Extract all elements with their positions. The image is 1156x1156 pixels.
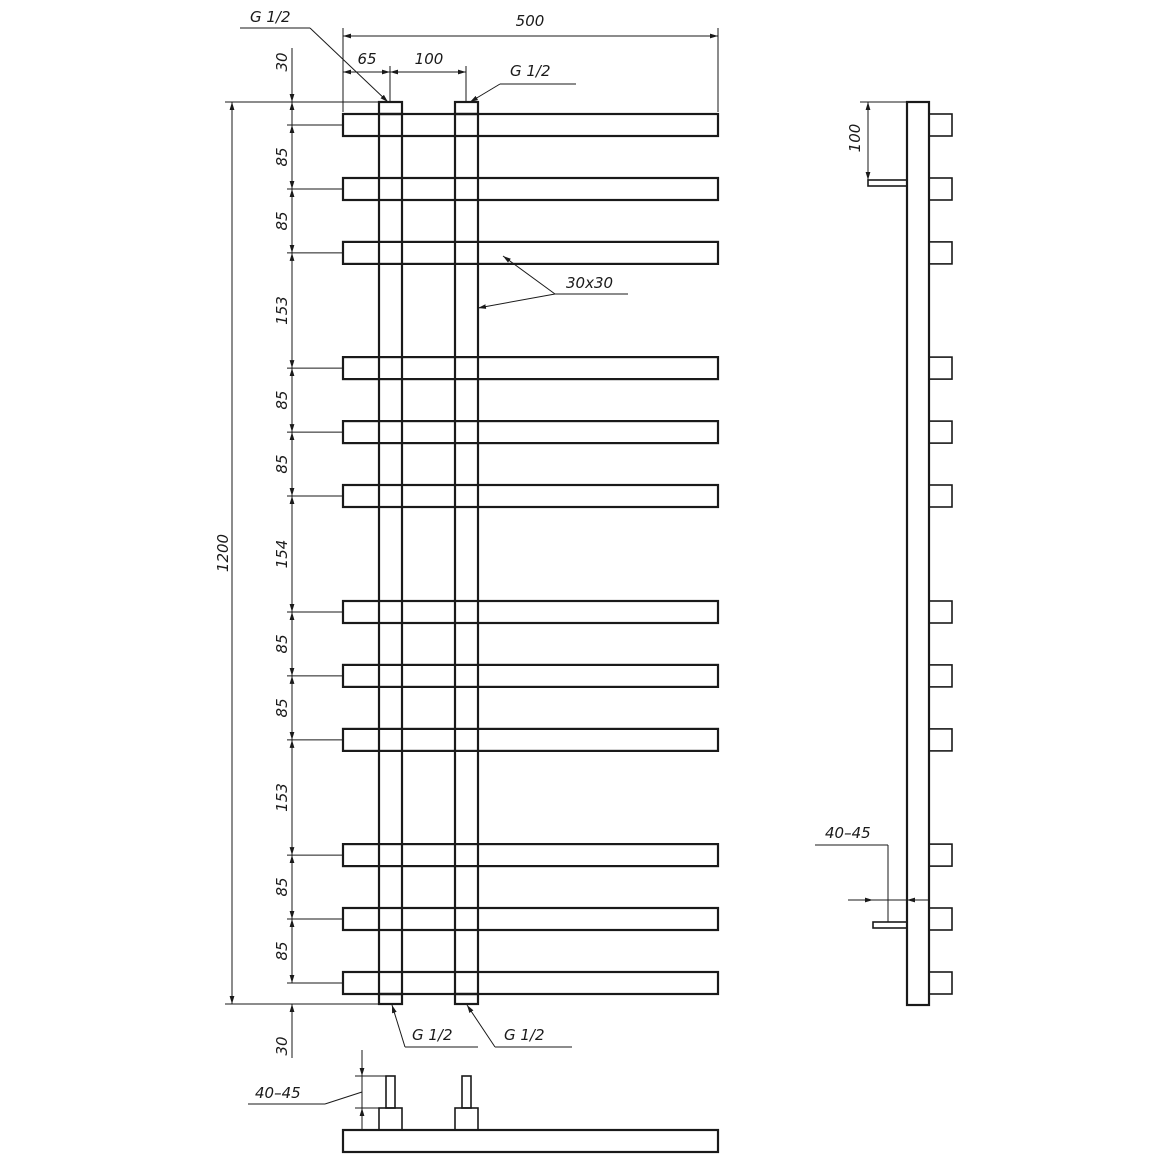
thread-leader-bottom-right-arrow	[466, 1004, 496, 1048]
bottom-view-collector-right	[454, 1107, 479, 1131]
towel-bar	[341, 727, 720, 753]
width-label: 500	[516, 12, 545, 30]
towel-bar	[341, 842, 720, 868]
profile-leader-bar	[502, 255, 556, 295]
bottom-view-pipe-right	[461, 1075, 472, 1109]
side-bar-end	[928, 113, 953, 137]
bottom-view: 40–45	[248, 1050, 720, 1154]
towel-bar	[341, 599, 720, 625]
thread-label-bottom-right: G 1/2	[504, 1026, 545, 1044]
bar-spacing-label: 85	[273, 634, 291, 653]
bar-spacing-label: 85	[273, 147, 291, 166]
bottom-view-collector-left	[378, 1107, 403, 1131]
top-left-connection	[377, 100, 404, 116]
height-label: 1200	[214, 534, 232, 572]
bottom-left-connection	[377, 992, 404, 1006]
bar-spacing-label: 85	[273, 211, 291, 230]
front-view: 500 65 100 G 1/2 G 1/2 G 1/2 G 1/2 30x30…	[214, 8, 720, 1058]
side-bar-end	[928, 971, 953, 995]
left-collector	[377, 112, 404, 996]
side-bar-end	[928, 356, 953, 380]
offset-label: 65	[357, 50, 376, 68]
bar-spacing-label: 85	[273, 941, 291, 960]
side-bar-end	[928, 600, 953, 624]
bar-spacing-chain: 85 85 153 85 85 154 85 85 153 85 85	[273, 124, 343, 984]
towel-bar	[341, 356, 720, 381]
top-wall-bracket	[867, 179, 908, 187]
bar-spacing-label: 153	[273, 296, 291, 325]
side-view: 100 40–45	[815, 100, 953, 1007]
side-bar-end	[928, 484, 953, 508]
bar-spacing-label: 153	[273, 783, 291, 812]
side-bar-end	[928, 420, 953, 444]
side-bar-end	[928, 907, 953, 931]
towel-bar	[341, 112, 720, 138]
bottom-wall-bracket	[872, 921, 908, 929]
bar-spacing-label: 85	[273, 877, 291, 896]
towel-bar	[341, 663, 720, 689]
horizontal-bars	[341, 112, 720, 996]
bottom-view-pipe-left	[385, 1075, 396, 1109]
thread-leader-top-left-arrow	[309, 27, 389, 103]
side-top-label: 100	[846, 124, 864, 153]
bar-spacing-label: 154	[273, 540, 291, 569]
top-offset-label: 30	[273, 52, 291, 71]
side-bar-end	[928, 843, 953, 867]
bottom-right-connection	[453, 992, 480, 1006]
towel-bar	[341, 420, 720, 445]
bottom-view-label: 40–45	[255, 1084, 301, 1102]
right-collector	[453, 112, 480, 996]
thread-label-top-left: G 1/2	[250, 8, 291, 26]
towel-bar	[341, 970, 720, 996]
thread-label-top-right: G 1/2	[510, 62, 551, 80]
thread-leader-top-right-arrow	[469, 83, 501, 103]
side-bar-end	[928, 241, 953, 265]
thread-label-bottom-left: G 1/2	[412, 1026, 453, 1044]
towel-bar	[341, 483, 720, 509]
spacing-label: 100	[415, 50, 444, 68]
side-bar-end	[928, 177, 953, 201]
towel-bar	[341, 240, 720, 265]
bottom-view-bar	[341, 1128, 720, 1154]
side-bottom-label: 40–45	[825, 824, 871, 842]
top-right-connection	[453, 100, 480, 116]
towel-bar	[341, 906, 720, 932]
thread-leader-bottom-left-arrow	[391, 1004, 406, 1048]
profile-leader-collector	[477, 293, 556, 309]
bar-spacing-label: 85	[273, 698, 291, 717]
profile-label: 30x30	[566, 274, 613, 292]
side-bar-end	[928, 728, 953, 752]
bottom-offset-label: 30	[273, 1036, 291, 1055]
bottom-view-leader-arrow	[324, 1091, 363, 1105]
side-bar-ends	[928, 113, 953, 995]
side-collector	[905, 100, 931, 1007]
bar-spacing-label: 85	[273, 455, 291, 474]
towel-bar	[341, 176, 720, 202]
side-bar-end	[928, 664, 953, 688]
bar-spacing-label: 85	[273, 391, 291, 410]
